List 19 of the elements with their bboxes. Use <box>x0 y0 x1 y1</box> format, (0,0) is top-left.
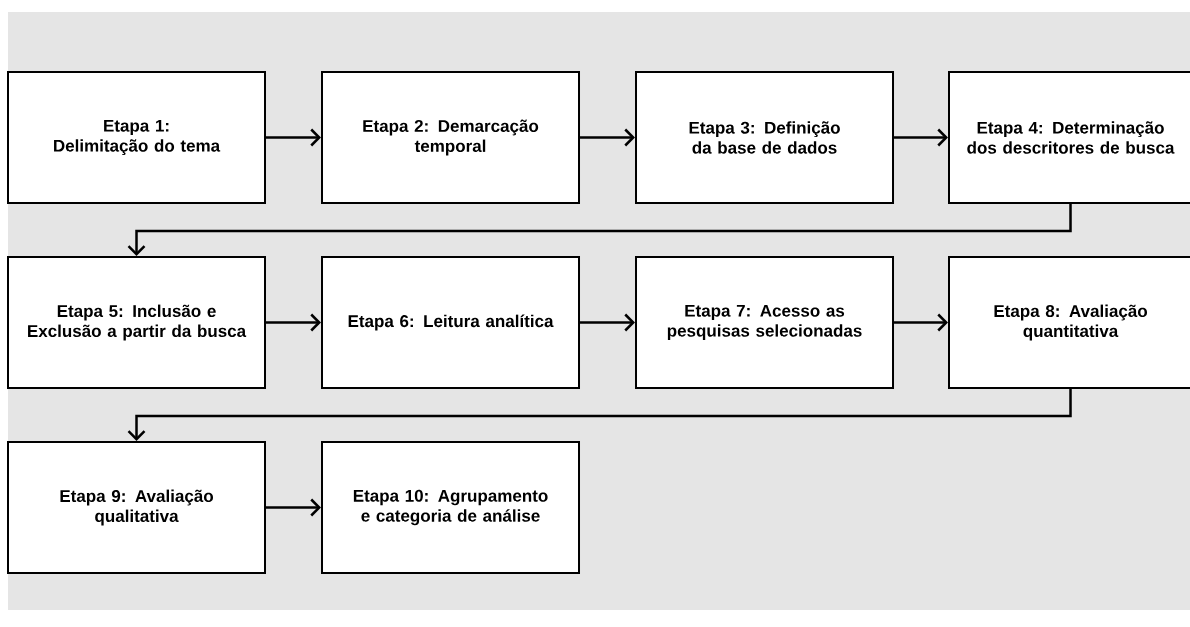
process-box: Etapa 10: Agrupamento e categoria de análise <box>321 441 580 574</box>
process-box: Etapa 3: Definição da base de dados <box>635 71 894 204</box>
arrow <box>894 313 948 332</box>
process-box: Etapa 4: Determinação dos descritores de busca <box>948 71 1190 204</box>
arrow <box>127 204 1072 256</box>
process-box: Etapa 7: Acesso as pesquisas selecionadas <box>635 256 894 389</box>
arrow <box>266 128 321 147</box>
process-box: Etapa 6: Leitura analítica <box>321 256 580 389</box>
process-box: Etapa 8: Avaliação quantitativa <box>948 256 1190 389</box>
arrow <box>894 128 948 147</box>
process-box: Etapa 9: Avaliação qualitativa <box>7 441 266 574</box>
arrow <box>580 313 635 332</box>
arrow <box>266 498 321 517</box>
arrow <box>266 313 321 332</box>
process-box: Etapa 5: Inclusão e Exclusão a partir da busca <box>7 256 266 389</box>
process-box: Etapa 2: Demarcação temporal <box>321 71 580 204</box>
arrow <box>580 128 635 147</box>
arrow <box>127 389 1072 441</box>
process-box: Etapa 1: Delimitação do tema <box>7 71 266 204</box>
